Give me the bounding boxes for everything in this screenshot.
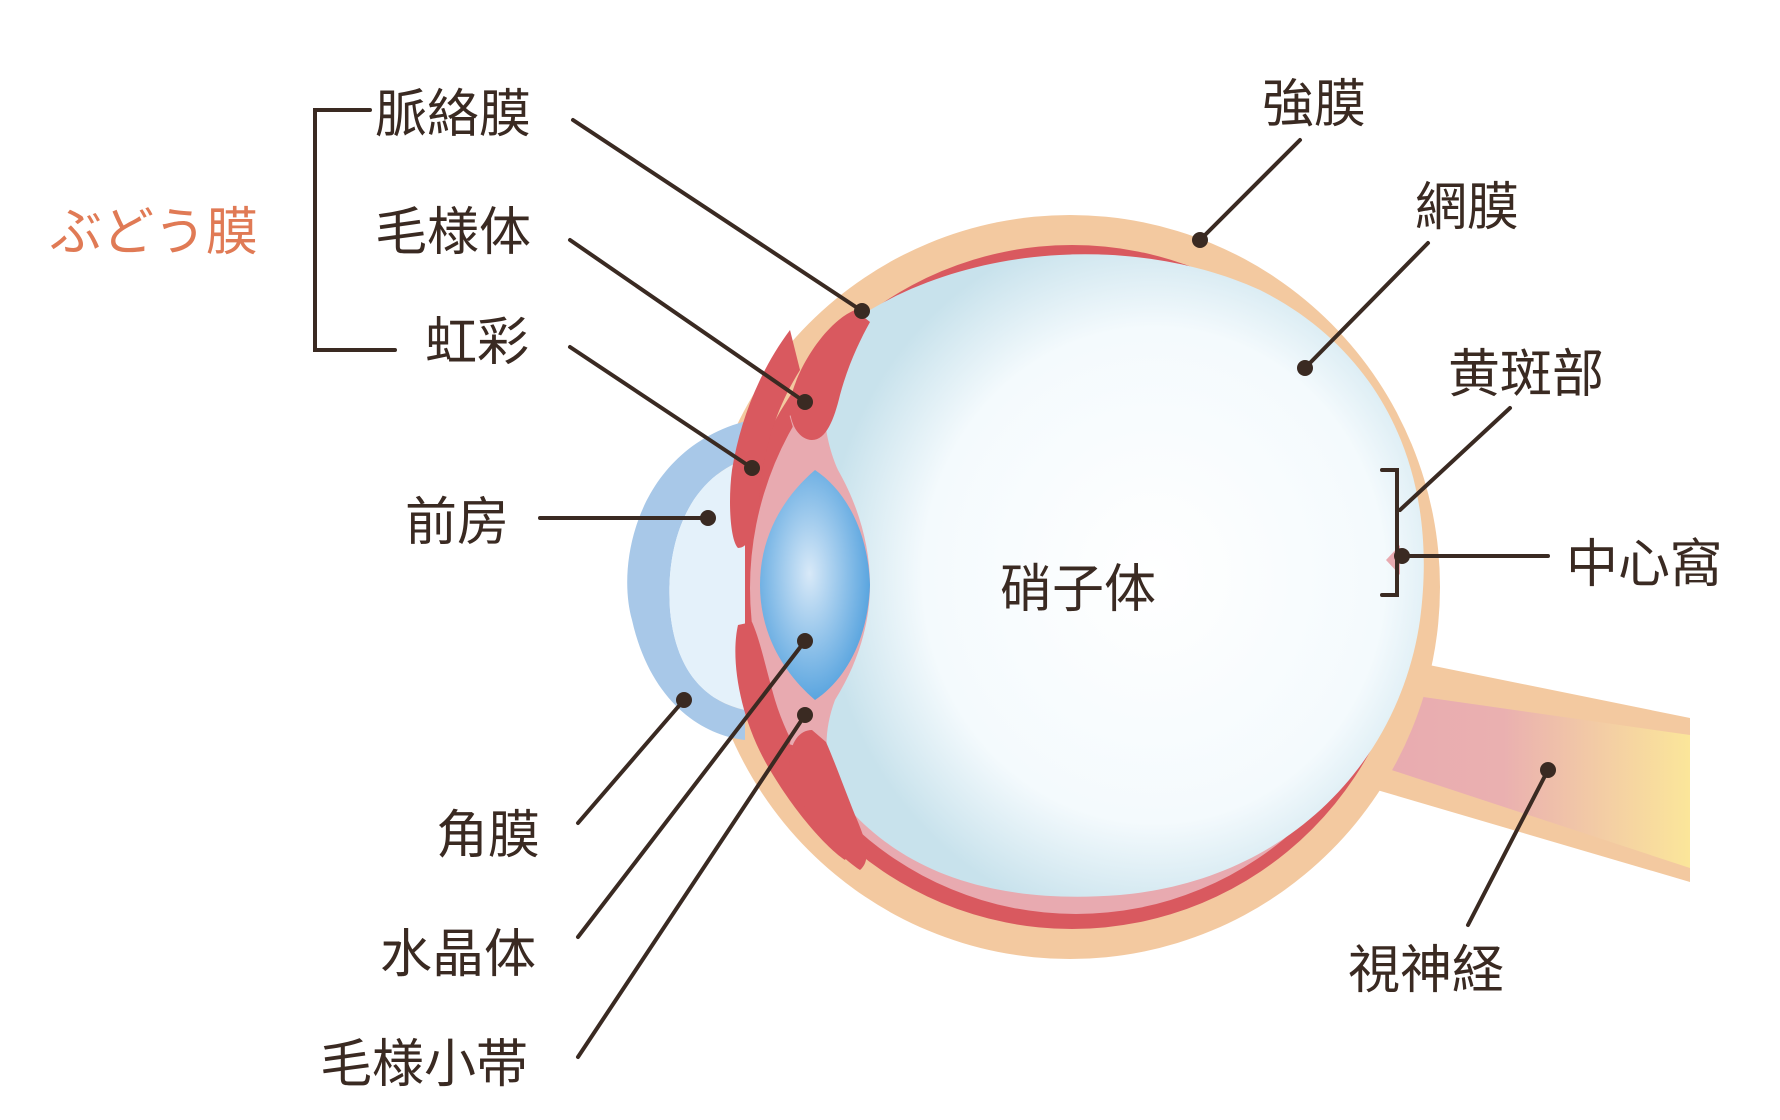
dot-fovea: [1394, 548, 1410, 564]
leader-lens: [576, 639, 807, 939]
leader-sclera: [1198, 138, 1302, 242]
label-ciliary-body: 毛様体: [375, 203, 531, 263]
dot-anterior-chamber: [700, 510, 716, 526]
leader-ciliary-body: [568, 238, 807, 404]
dot-optic-nerve: [1540, 762, 1556, 778]
uvea-group-label: ぶどう膜: [50, 203, 258, 263]
label-cornea: 角膜: [436, 806, 540, 866]
label-macula: 黄斑部: [1448, 345, 1604, 405]
label-optic-nerve: 視神経: [1348, 941, 1504, 1001]
label-anterior-chamber: 前房: [405, 493, 509, 553]
leader-choroid: [571, 118, 864, 313]
dot-ciliary-body: [797, 394, 813, 410]
leader-iris: [568, 345, 754, 470]
label-retina: 網膜: [1415, 178, 1519, 238]
dot-sclera: [1192, 232, 1208, 248]
uvea-bracket: [313, 108, 397, 352]
label-sclera: 強膜: [1262, 75, 1366, 135]
vitreous-body: [824, 254, 1424, 897]
dot-lens: [797, 633, 813, 649]
dot-retina: [1297, 360, 1313, 376]
label-lens: 水晶体: [380, 925, 536, 985]
leader-cornea: [576, 698, 686, 825]
leader-zonule: [576, 713, 807, 1059]
label-choroid: 脈絡膜: [375, 85, 531, 145]
leader-macula: [1398, 406, 1512, 512]
cornea: [627, 418, 760, 740]
crystalline-lens: [760, 470, 870, 700]
dot-iris: [744, 460, 760, 476]
leader-retina: [1303, 241, 1430, 370]
ciliary-body-lower: [789, 730, 867, 870]
leader-optic-nerve: [1466, 768, 1550, 927]
label-fovea: 中心窩: [1566, 535, 1722, 595]
label-iris: 虹彩: [425, 313, 529, 373]
optic-nerve: [1350, 688, 1690, 868]
dot-cornea: [676, 692, 692, 708]
dot-choroid: [854, 303, 870, 319]
leader-lines: [538, 118, 1556, 1059]
dot-zonule: [797, 707, 813, 723]
macula-bracket: [1380, 468, 1399, 597]
label-vitreous: 硝子体: [1000, 560, 1156, 620]
label-zonule: 毛様小帯: [320, 1035, 528, 1095]
